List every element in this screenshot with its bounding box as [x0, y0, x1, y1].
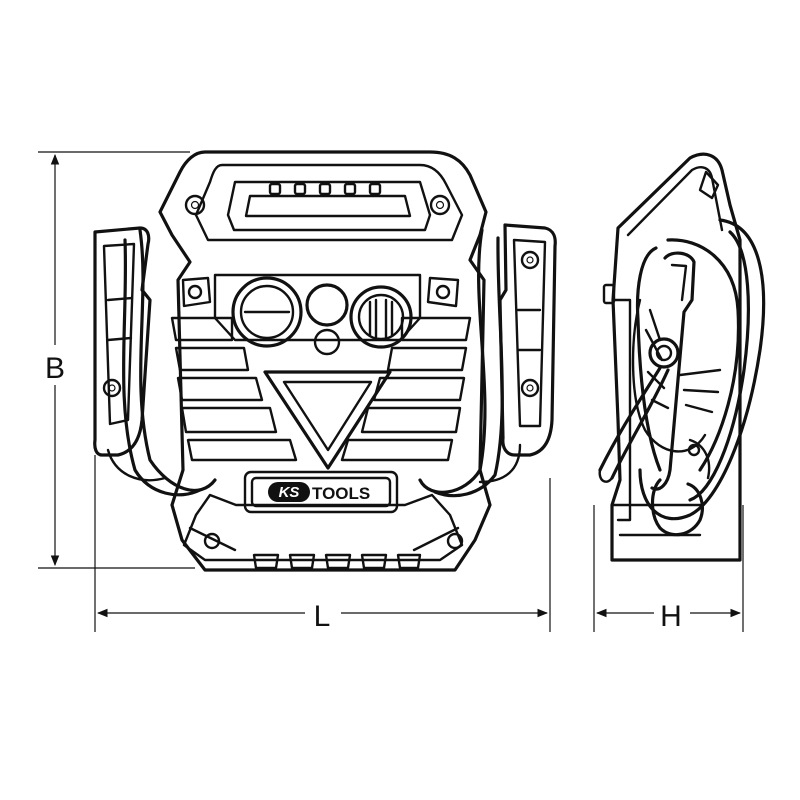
side-view [598, 152, 766, 562]
dimension-label-l: L [314, 600, 331, 633]
top-vents [268, 182, 382, 196]
base-vents [252, 553, 422, 570]
dimension-depth: H [593, 505, 744, 633]
ks-logo-badge [268, 482, 310, 502]
logo-suffix: TOOLS [312, 484, 370, 503]
side-ribs [170, 316, 472, 462]
dimension-label-b: B [45, 352, 65, 385]
right-clamp [498, 223, 557, 457]
control-panel [213, 273, 422, 356]
dimension-height: B [38, 151, 195, 569]
front-view: KS TOOLS [93, 150, 557, 572]
dimension-label-h: H [660, 600, 682, 633]
left-clamp [93, 226, 152, 457]
cable-reel [631, 298, 722, 453]
logo-prefix: KS [279, 484, 300, 501]
dimension-length: L [94, 455, 551, 633]
side-clamp [650, 251, 711, 537]
